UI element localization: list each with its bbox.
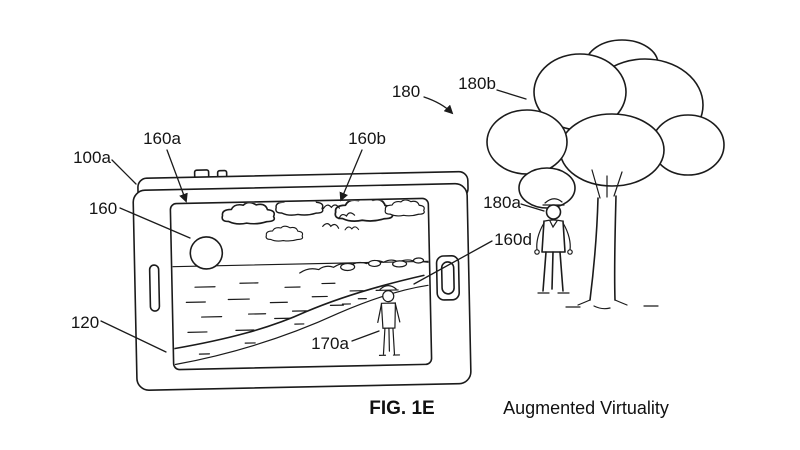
- figure-title: Augmented Virtuality: [503, 398, 669, 418]
- label-170a: 170a: [311, 334, 349, 353]
- leader-180b: [496, 89, 527, 100]
- label-180: 180: [392, 82, 420, 101]
- leader-lines: [100, 89, 545, 353]
- leader-160: [119, 207, 191, 239]
- label-120: 120: [71, 313, 99, 332]
- tree-canopy: [486, 39, 725, 209]
- real-scene-group: [486, 39, 725, 310]
- label-160b: 160b: [348, 129, 386, 148]
- virtual-person-drawing: [375, 285, 401, 356]
- speaker-slot: [148, 264, 161, 312]
- water-ripples: [185, 282, 364, 333]
- screen-scene: [171, 199, 430, 366]
- label-180b: 180b: [458, 74, 496, 93]
- label-100a: 100a: [73, 148, 111, 167]
- label-160a: 160a: [143, 129, 181, 148]
- far-shore: [299, 257, 430, 274]
- leader-170a: [351, 330, 380, 342]
- leader-160d: [413, 240, 493, 285]
- tablet-screen: [169, 197, 433, 371]
- leader-100a: [111, 159, 137, 185]
- leader-120: [100, 320, 167, 353]
- label-160: 160: [89, 199, 117, 218]
- label-180a: 180a: [483, 193, 521, 212]
- leader-180: [423, 96, 454, 115]
- real-person-drawing: [534, 198, 573, 294]
- home-button: [435, 255, 460, 301]
- tree-trunk: [565, 169, 659, 310]
- figure-caption: FIG. 1E: [369, 398, 434, 419]
- reference-labels: 100a 160 160a 160b 120 170a 160d 180 180…: [71, 74, 532, 353]
- leader-160a: [166, 149, 188, 203]
- leader-160b: [339, 149, 363, 202]
- label-160d: 160d: [494, 230, 532, 249]
- shoreline: [173, 274, 429, 366]
- leader-180a: [520, 203, 545, 212]
- tablet-device: [132, 169, 472, 391]
- sun-drawing: [189, 236, 224, 270]
